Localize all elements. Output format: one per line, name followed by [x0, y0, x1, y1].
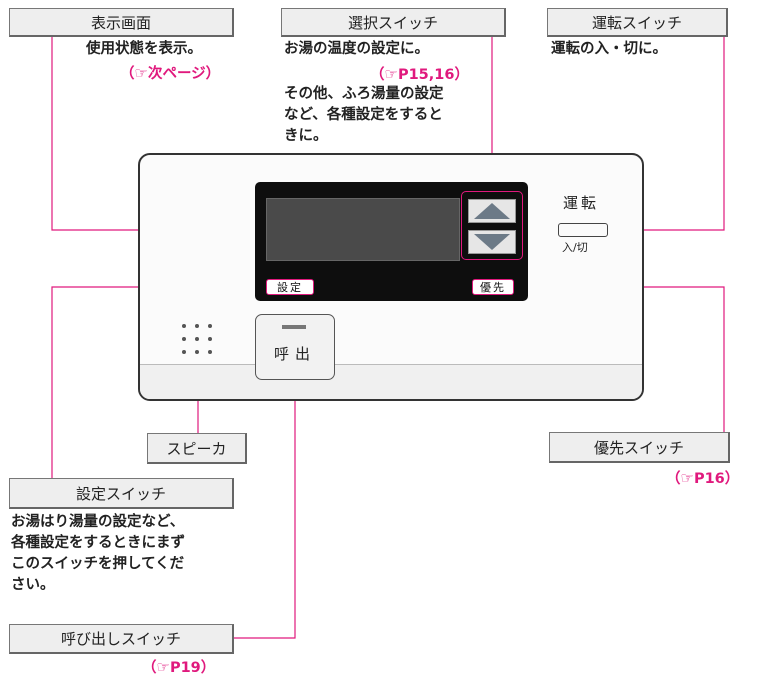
down-arrow-button[interactable]	[468, 230, 516, 254]
setting-button[interactable]: 設定	[266, 279, 314, 295]
run-sub-label: 入/切	[562, 241, 588, 254]
priority-callout-title: 優先スイッチ	[549, 432, 730, 463]
up-arrow-button[interactable]	[468, 199, 516, 223]
select-callout-desc2: その他、ふろ湯量の設定 など、各種設定をすると きに。	[284, 86, 444, 144]
up-arrow-icon	[474, 203, 510, 219]
call-callout-ref: （☞P19）	[142, 658, 216, 676]
select-switch-frame	[461, 191, 523, 260]
display-callout-title: 表示画面	[9, 8, 234, 37]
select-callout-desc1: お湯の温度の設定に。	[284, 41, 429, 57]
run-callout-desc: 運転の入・切に。	[551, 41, 667, 57]
call-button-label: 呼出	[273, 345, 316, 363]
lcd-screen	[266, 198, 460, 261]
priority-button[interactable]: 優先	[472, 279, 514, 295]
run-callout-title: 運転スイッチ	[547, 8, 728, 37]
setting-callout-desc: お湯はり湯量の設定など、 各種設定をするときにまず このスイッチを押してくだ さ…	[11, 514, 185, 593]
setting-callout-title: 設定スイッチ	[9, 478, 234, 509]
controller-bottom-band	[140, 364, 642, 399]
select-callout-title: 選択スイッチ	[281, 8, 506, 37]
run-leader-line	[606, 36, 725, 231]
pointing-hand-icon: ☞	[134, 64, 148, 82]
priority-callout-ref: （☞P16）	[666, 469, 740, 487]
run-label: 運転	[563, 194, 600, 212]
speaker-grille-icon	[182, 322, 214, 356]
pointing-hand-icon: ☞	[156, 658, 170, 676]
speaker-callout-title: スピーカ	[147, 433, 247, 464]
display-callout-desc: 使用状態を表示。	[86, 41, 202, 57]
pointing-hand-icon: ☞	[384, 65, 398, 83]
pointing-hand-icon: ☞	[680, 469, 694, 487]
display-callout-ref: （☞次ページ）	[120, 64, 221, 82]
select-callout-ref: （☞P15,16）	[370, 65, 469, 83]
run-button[interactable]	[558, 223, 608, 237]
call-led	[282, 325, 306, 329]
down-arrow-icon	[474, 234, 510, 250]
call-button[interactable]: 呼出	[255, 314, 335, 380]
call-callout-title: 呼び出しスイッチ	[9, 624, 234, 654]
call-leader-line	[234, 372, 296, 639]
